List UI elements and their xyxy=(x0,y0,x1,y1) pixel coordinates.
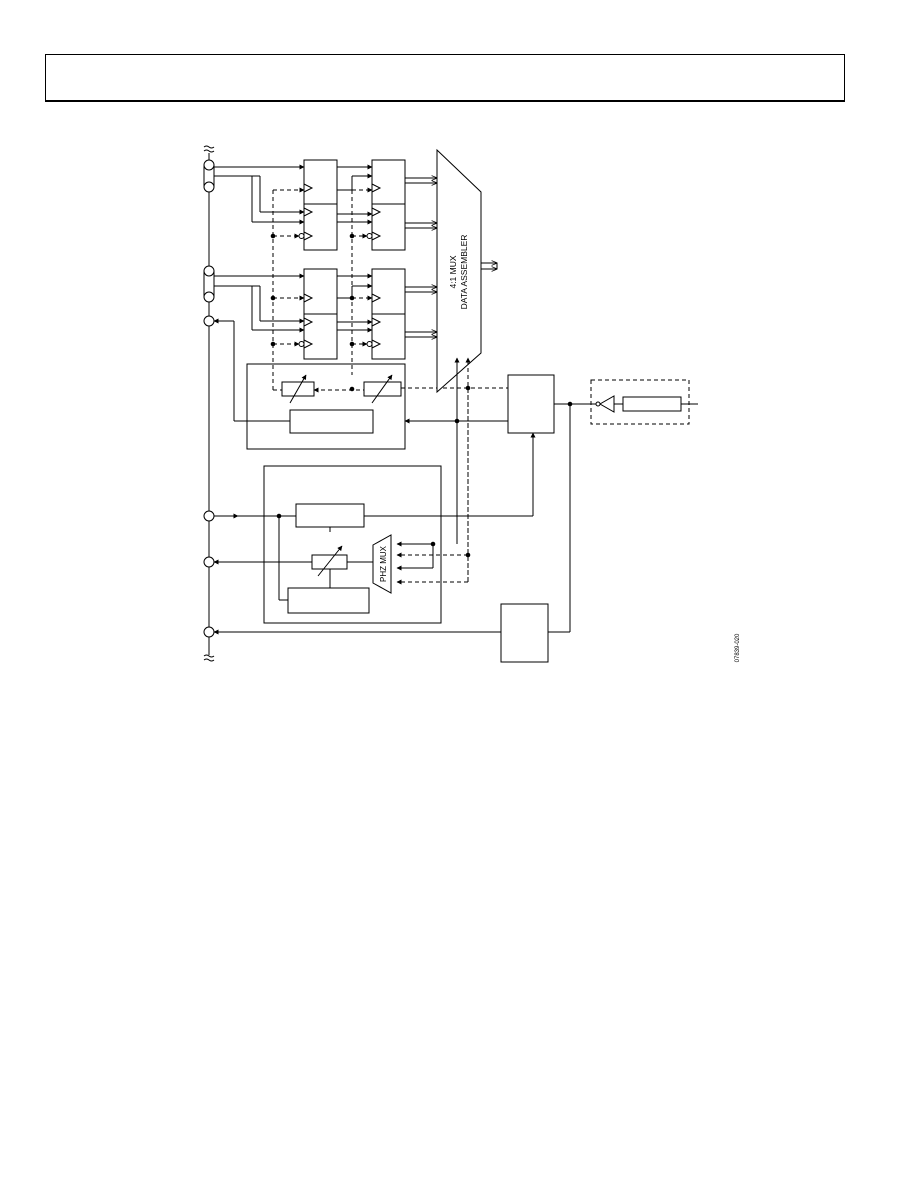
mux-label-line2: DATA ASSEMBLER xyxy=(459,235,469,310)
diff-input-pin-pair-1 xyxy=(203,159,215,193)
pin-circle-3 xyxy=(203,556,215,568)
figure-id: 07839-020 xyxy=(735,633,741,662)
control-block xyxy=(507,374,598,633)
mux-label-line1: 4:1 MUX xyxy=(448,255,458,288)
pin-circle-4 xyxy=(203,626,215,638)
break-symbol-bottom xyxy=(203,654,215,662)
latch-group-lower xyxy=(214,268,437,360)
page-header-box xyxy=(45,54,845,102)
input-buffer-optional xyxy=(590,379,698,425)
mux-data-assembler xyxy=(436,148,497,394)
phase-block xyxy=(213,465,533,624)
phase-mux-label: PHZ MUX xyxy=(379,545,388,582)
latch-group-upper xyxy=(214,159,437,251)
pin-circle-1 xyxy=(203,315,215,327)
diff-input-pin-pair-2 xyxy=(203,265,215,303)
pin-circle-2 xyxy=(203,510,215,522)
junction-dots xyxy=(270,233,573,558)
break-symbol-top xyxy=(203,145,215,153)
mux-control-lines xyxy=(396,357,471,582)
bottom-block xyxy=(213,603,549,663)
